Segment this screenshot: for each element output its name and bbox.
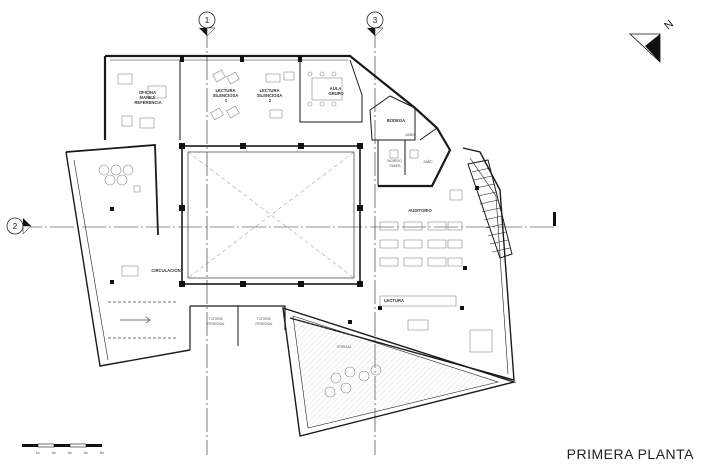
svg-text:N: N: [662, 18, 676, 32]
svg-text:5m: 5m: [100, 451, 105, 455]
label-oficina: OFICINA MANEJ/ REFERENCIA: [134, 90, 161, 105]
furniture: [98, 69, 493, 398]
north-arrow-icon: N: [628, 18, 676, 63]
label-aula-grupo: AULA GRUPO: [328, 86, 344, 96]
axis-lines: [18, 24, 556, 455]
svg-text:2m: 2m: [52, 451, 57, 455]
label-tutoria-2: TUTORÍA PERSONAL: [255, 317, 273, 326]
label-bano-2: BAÑO: [423, 159, 433, 164]
label-tutoria-1: TUTORÍA PERSONAL: [207, 317, 225, 326]
label-lectura-silenciosa-1: LECTURA SILENCIOSA 1: [213, 88, 240, 103]
label-bodega: BODEGA: [387, 118, 405, 123]
svg-text:3: 3: [373, 16, 378, 25]
axis-marker-2: 2: [6, 217, 32, 235]
svg-text:1: 1: [205, 16, 210, 25]
scale-bar: 1m 2m 3m 4m 5m: [22, 443, 105, 455]
ramp-arrow-icon: [108, 301, 178, 339]
axis-marker-3: 3: [366, 11, 384, 37]
stair: [467, 159, 513, 259]
label-bano-1: BAÑO: [405, 132, 415, 137]
axis-marker-1: 1: [198, 11, 216, 37]
svg-text:2: 2: [13, 222, 18, 231]
label-ingreso-rampa: INGRESO RAMPA: [387, 159, 403, 168]
drawing-title: PRIMERA PLANTA: [566, 446, 694, 462]
label-circulacion: CIRCULACIÓN: [151, 268, 180, 273]
label-terraza: TERRAZA: [337, 345, 353, 349]
interior-partitions: [179, 59, 438, 186]
label-lectura: LECTURA: [384, 298, 404, 303]
label-auditorio: AUDITORIO: [408, 208, 432, 213]
svg-text:3m: 3m: [68, 451, 73, 455]
svg-text:4m: 4m: [84, 451, 89, 455]
svg-text:1m: 1m: [36, 451, 41, 455]
central-void: [181, 145, 361, 285]
terrace-hatch: [293, 316, 498, 428]
label-lectura-silenciosa-2: LECTURA SILENCIOSA 2: [257, 88, 284, 103]
